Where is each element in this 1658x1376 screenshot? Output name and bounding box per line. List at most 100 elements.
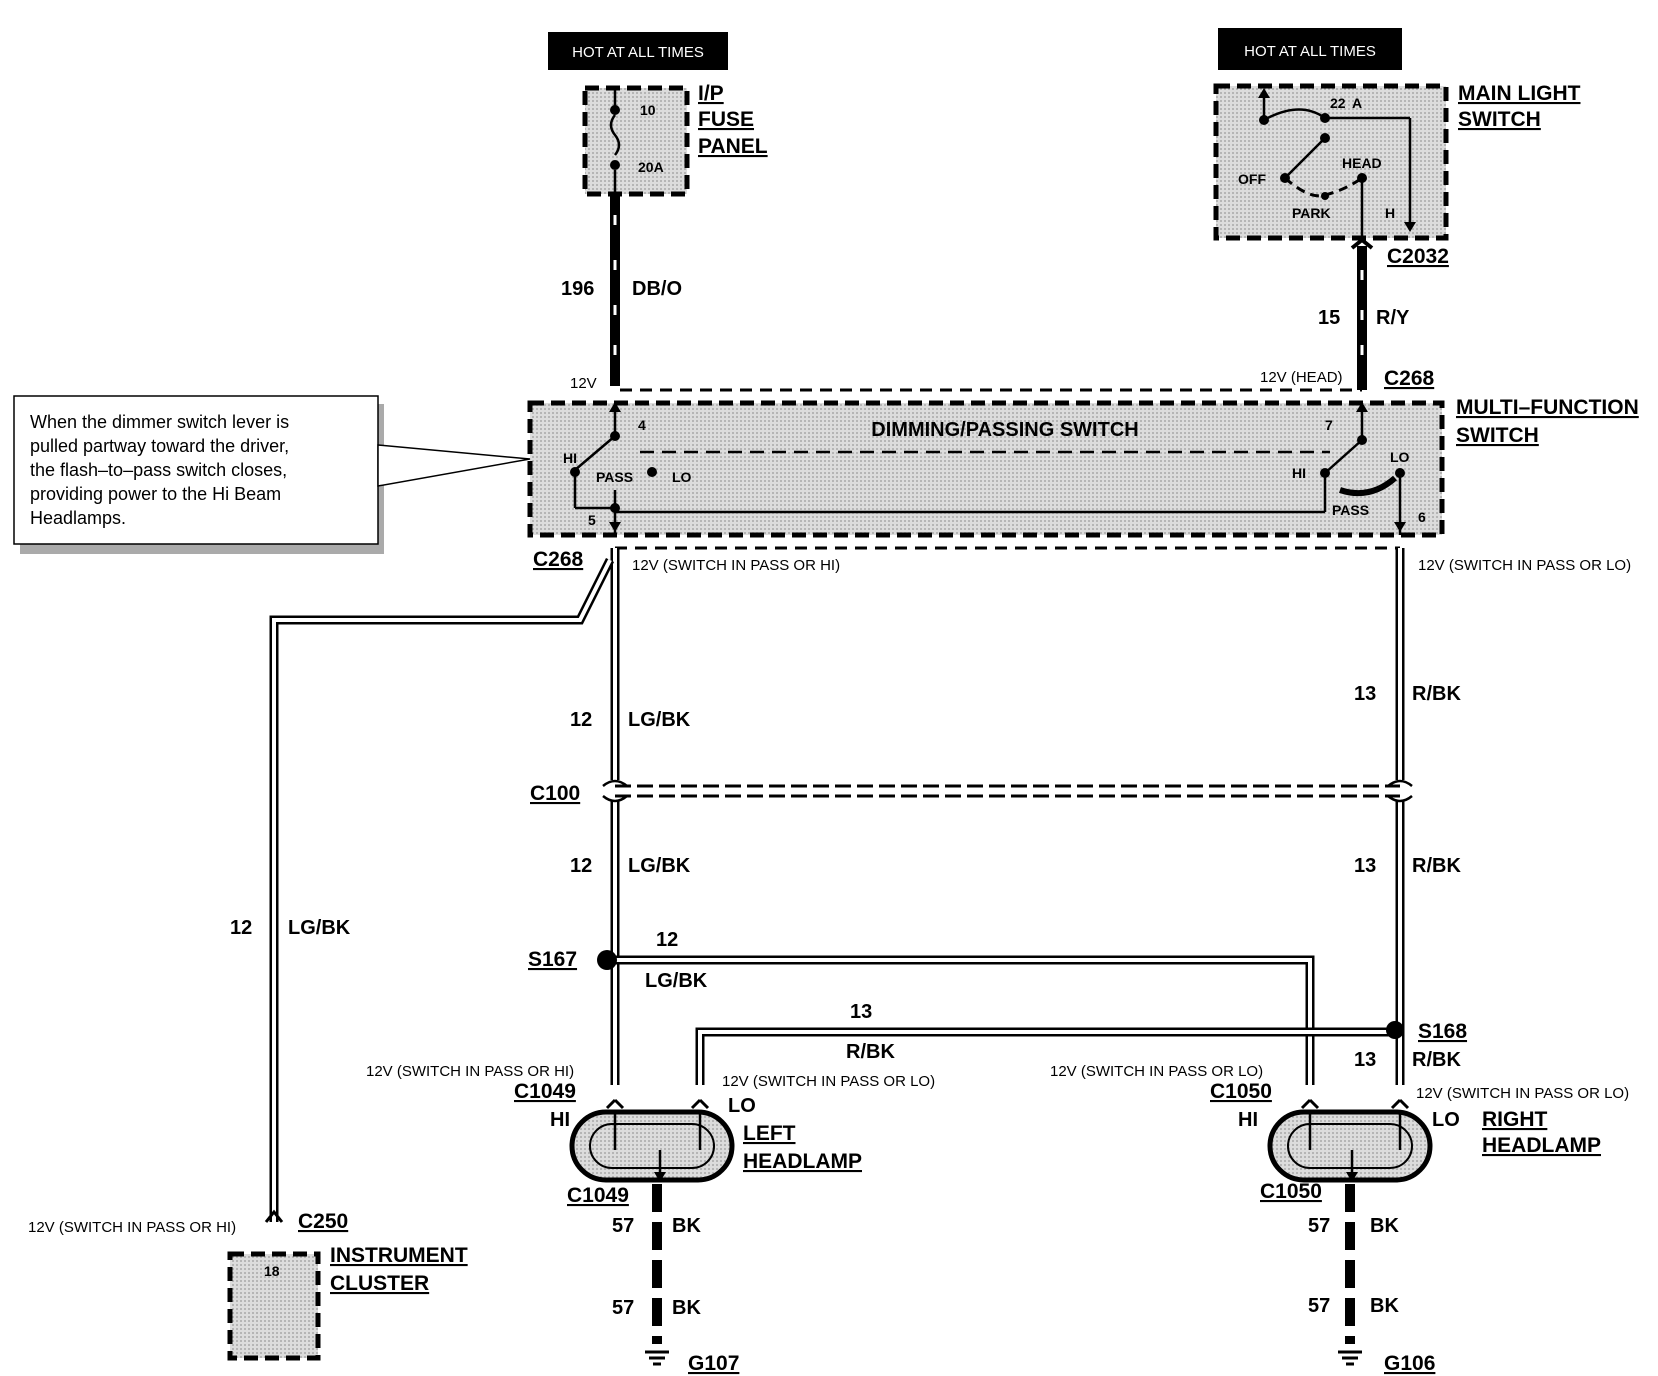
svg-text:12V (SWITCH IN PASS OR LO): 12V (SWITCH IN PASS OR LO) — [1050, 1063, 1263, 1080]
dimming-passing-title: DIMMING/PASSING SWITCH — [871, 419, 1138, 441]
svg-text:57: 57 — [1308, 1215, 1330, 1237]
cluster-label-2: CLUSTER — [330, 1272, 429, 1295]
svg-text:13: 13 — [1354, 683, 1376, 705]
left-headlamp-label-1: LEFT — [743, 1122, 796, 1145]
svg-text:LO: LO — [1390, 449, 1410, 465]
svg-text:22: 22 — [1330, 95, 1346, 111]
voltage-12v-left: 12V — [570, 375, 597, 392]
svg-text:HEAD: HEAD — [1342, 155, 1382, 171]
ip-label-2: FUSE — [698, 108, 754, 131]
note-line-2: pulled partway toward the driver, — [30, 436, 289, 456]
svg-text:PASS: PASS — [596, 469, 633, 485]
wire-57-right — [1338, 1184, 1362, 1366]
svg-text:4: 4 — [638, 417, 646, 433]
svg-text:HI: HI — [563, 450, 577, 466]
svg-text:R/BK: R/BK — [1412, 1049, 1461, 1071]
wire-15-color: R/Y — [1376, 307, 1410, 329]
right-headlamp-label-1: RIGHT — [1482, 1108, 1548, 1131]
svg-text:PARK: PARK — [1292, 205, 1331, 221]
svg-text:57: 57 — [612, 1215, 634, 1237]
ip-label-1: I/P — [698, 82, 724, 105]
voltage-pass-lo-mfs: 12V (SWITCH IN PASS OR LO) — [1418, 557, 1631, 574]
c100-label: C100 — [530, 782, 580, 805]
svg-text:57: 57 — [612, 1297, 634, 1319]
right-headlamp-label-2: HEADLAMP — [1482, 1134, 1601, 1157]
mfs-label-1: MULTI–FUNCTION — [1456, 396, 1639, 419]
svg-text:LO: LO — [728, 1095, 756, 1117]
svg-text:7: 7 — [1325, 417, 1333, 433]
svg-text:HOT AT ALL TIMES: HOT AT ALL TIMES — [1244, 43, 1376, 60]
svg-text:12: 12 — [570, 709, 592, 731]
svg-text:LO: LO — [1432, 1109, 1460, 1131]
mfs-label-2: SWITCH — [1456, 424, 1539, 447]
fuse-number: 10 — [640, 102, 656, 118]
main-light-label-2: SWITCH — [1458, 108, 1541, 131]
hot-label-left: HOT AT ALL TIMES — [548, 32, 728, 70]
fuse-rating: 20A — [638, 159, 664, 175]
wire-196-color: DB/O — [632, 278, 682, 300]
left-headlamp-label-2: HEADLAMP — [743, 1150, 862, 1173]
c1049-top-label: C1049 — [514, 1080, 576, 1103]
hot-label-right: HOT AT ALL TIMES — [1218, 28, 1402, 70]
voltage-12v-head: 12V (HEAD) — [1260, 369, 1343, 386]
svg-text:57: 57 — [1308, 1295, 1330, 1317]
svg-text:LG/BK: LG/BK — [628, 855, 691, 877]
svg-text:H: H — [1385, 205, 1395, 221]
svg-text:13: 13 — [1354, 855, 1376, 877]
svg-text:BK: BK — [672, 1297, 701, 1319]
svg-text:13: 13 — [850, 1001, 872, 1023]
wire-12-cluster — [269, 557, 615, 1222]
svg-text:OFF: OFF — [1238, 171, 1266, 187]
svg-text:BK: BK — [1370, 1215, 1399, 1237]
svg-text:R/BK: R/BK — [846, 1041, 895, 1063]
c1050-bottom-label: C1050 — [1260, 1180, 1322, 1203]
multi-function-switch: DIMMING/PASSING SWITCH 4 5 HI PASS LO 7 … — [527, 400, 1445, 538]
svg-text:12: 12 — [656, 929, 678, 951]
svg-text:R/BK: R/BK — [1412, 855, 1461, 877]
svg-text:12V (SWITCH IN PASS OR LO): 12V (SWITCH IN PASS OR LO) — [722, 1073, 935, 1090]
note-callout: When the dimmer switch lever is pulled p… — [13, 395, 531, 554]
c1050-top-label: C1050 — [1210, 1080, 1272, 1103]
svg-text:R/BK: R/BK — [1412, 683, 1461, 705]
c2032-label: C2032 — [1387, 245, 1449, 268]
voltage-pass-hi-mfs: 12V (SWITCH IN PASS OR HI) — [632, 557, 840, 574]
svg-text:12V (SWITCH IN PASS OR HI): 12V (SWITCH IN PASS OR HI) — [366, 1063, 574, 1080]
s167-label: S167 — [528, 948, 577, 971]
svg-text:A: A — [1352, 95, 1362, 111]
svg-text:HI: HI — [550, 1109, 570, 1131]
svg-text:12: 12 — [230, 917, 252, 939]
left-headlamp — [569, 1098, 735, 1183]
svg-text:BK: BK — [672, 1215, 701, 1237]
svg-text:HI: HI — [1292, 465, 1306, 481]
voltage-pass-hi-cluster: 12V (SWITCH IN PASS OR HI) — [28, 1219, 236, 1236]
wire-196-number: 196 — [561, 278, 594, 300]
c268-top-label: C268 — [1384, 367, 1435, 390]
svg-text:HOT AT ALL TIMES: HOT AT ALL TIMES — [572, 44, 704, 61]
splice-s168 — [1386, 1021, 1404, 1039]
g106-label: G106 — [1384, 1352, 1435, 1375]
connector-c100 — [602, 779, 1413, 803]
svg-text:LO: LO — [672, 469, 692, 485]
ip-fuse-panel: 10 20A — [582, 85, 690, 197]
c268-bottom-label: C268 — [533, 548, 584, 571]
cluster-label-1: INSTRUMENT — [330, 1244, 468, 1267]
svg-text:18: 18 — [264, 1263, 280, 1279]
note-line-5: Headlamps. — [30, 508, 126, 528]
s168-label: S168 — [1418, 1020, 1467, 1043]
main-light-switch: 22 A OFF PARK HEAD H — [1213, 83, 1449, 241]
note-line-4: providing power to the Hi Beam — [30, 484, 281, 504]
svg-text:LG/BK: LG/BK — [288, 917, 351, 939]
svg-text:5: 5 — [588, 512, 596, 528]
instrument-cluster: 18 — [227, 1251, 321, 1361]
wire-12-splice-s167 — [615, 955, 1315, 1085]
svg-text:12: 12 — [570, 855, 592, 877]
c250-label: C250 — [298, 1210, 348, 1233]
svg-text:BK: BK — [1370, 1295, 1399, 1317]
main-light-label-1: MAIN LIGHT — [1458, 82, 1581, 105]
splice-s167 — [597, 950, 617, 970]
svg-text:PASS: PASS — [1332, 502, 1369, 518]
svg-text:HI: HI — [1238, 1109, 1258, 1131]
ip-label-3: PANEL — [698, 135, 768, 158]
wire-15 — [1350, 237, 1374, 390]
